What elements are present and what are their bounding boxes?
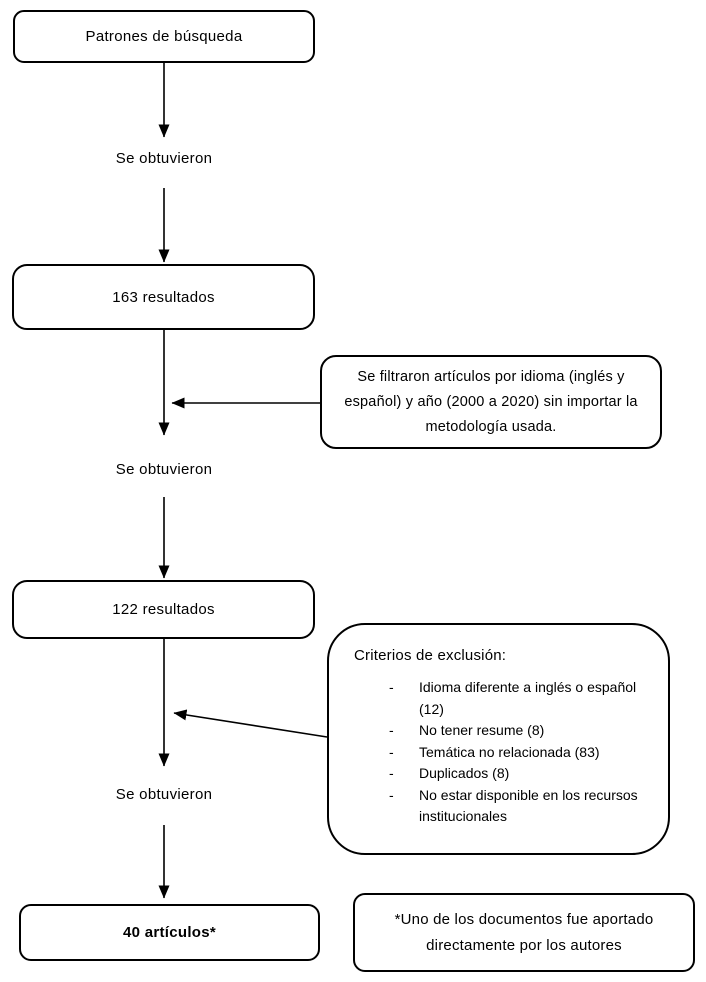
footnote-line: *Uno de los documentos fue aportado <box>394 910 654 928</box>
filter-criteria-note: Se filtraron artículos por idioma (inglé… <box>320 355 662 449</box>
flow-box-search-patterns-label: Patrones de búsqueda <box>85 28 243 45</box>
exclusion-title: Criterios de exclusión: <box>354 647 507 664</box>
exclusion-item-text: Duplicados (8) <box>419 765 510 781</box>
filter-note-line: metodología usada. <box>425 418 557 435</box>
filter-note-line: Se filtraron artículos por idioma (inglé… <box>357 368 625 385</box>
bullet-dash: - <box>389 722 394 738</box>
exclusion-item-text: Temática no relacionada (83) <box>419 743 600 760</box>
exclusion-item: - Idioma diferente a inglés o español (1… <box>389 677 654 720</box>
exclusion-item-text: No tener resume (8) <box>419 722 545 738</box>
exclusion-item-text: No estar disponible en los recursos inst… <box>419 786 638 825</box>
flow-box-final-articles: 40 artículos* <box>19 904 320 961</box>
flow-box-results-163: 163 resultados <box>12 264 315 330</box>
filter-note-line: español) y año (2000 a 2020) sin importa… <box>344 393 638 410</box>
flow-box-results-122-label: 122 resultados <box>112 601 215 618</box>
exclusion-item: - No tener resume (8) <box>389 720 654 742</box>
flow-box-results-163-label: 163 resultados <box>112 288 215 306</box>
bullet-dash: - <box>389 679 394 695</box>
flow-label-obtained-3: Se obtuvieron <box>115 786 213 803</box>
exclusion-item: - No estar disponible en los recursos in… <box>389 785 654 828</box>
arrow-exclusion-note <box>173 709 328 738</box>
bullet-dash: - <box>389 743 394 760</box>
exclusion-list: - Idioma diferente a inglés o español (1… <box>354 677 654 828</box>
bullet-dash: - <box>389 765 394 781</box>
bullet-dash: - <box>389 786 394 803</box>
exclusion-item: - Duplicados (8) <box>389 763 654 785</box>
footnote-line: directamente por los autores <box>426 936 622 954</box>
exclusion-criteria-note: Criterios de exclusión: - Idioma diferen… <box>327 623 670 855</box>
footnote-box: *Uno de los documentos fue aportado dire… <box>353 893 695 972</box>
exclusion-item-text: Idioma diferente a inglés o español (12) <box>419 679 637 717</box>
flow-box-results-122: 122 resultados <box>12 580 315 639</box>
flow-label-obtained-2: Se obtuvieron <box>115 461 213 478</box>
flow-box-search-patterns: Patrones de búsqueda <box>13 10 315 63</box>
flow-label-obtained-1: Se obtuvieron <box>115 150 213 167</box>
exclusion-item: - Temática no relacionada (83) <box>389 742 654 764</box>
flow-box-final-articles-label: 40 artículos* <box>122 924 217 941</box>
